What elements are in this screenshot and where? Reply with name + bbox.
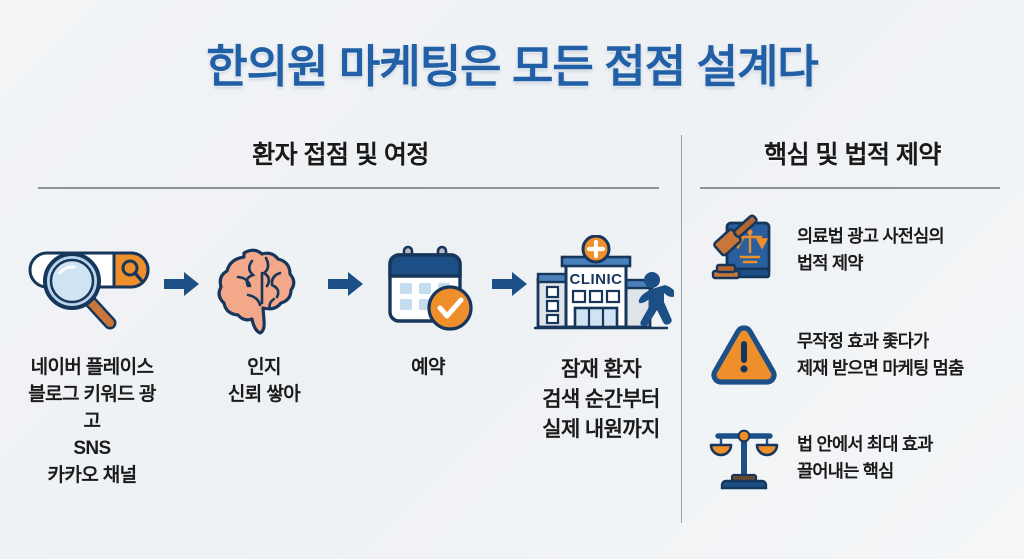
warning-triangle-icon [705, 322, 783, 388]
scales-of-justice-icon [705, 423, 783, 493]
left-section-heading: 환자 접점 및 여정 [252, 141, 429, 169]
right-heading-rule [700, 187, 1000, 189]
journey-step-visit[interactable]: CLINIC [528, 235, 674, 444]
key-constraints-column: 핵심 및 법적 제약 [681, 125, 1024, 535]
constraint-item-text: 법 안에서 최대 효과 끌어내는 핵심 [797, 434, 933, 481]
constraints-list: 의료법 광고 사전심의 법적 제약 무작정 효과 좇다가 제재 받으면 마케팅 … [705, 213, 1015, 528]
journey-step-label: 네이버 플레이스 블로그 키워드 광고 SNS 카카오 채널 [28, 357, 156, 486]
right-section-heading: 핵심 및 법적 제약 [764, 141, 941, 169]
law-book-gavel-icon [705, 213, 783, 287]
journey-step-label: 잠재 환자 검색 순간부터 실제 내원까지 [542, 358, 660, 441]
journey-step-label: 인지 신뢰 쌓아 [227, 357, 301, 405]
search-bar-magnifier-icon [22, 235, 162, 339]
constraint-item-text: 의료법 광고 사전심의 법적 제약 [797, 226, 945, 273]
brain-icon [214, 235, 314, 339]
journey-step-search[interactable]: 네이버 플레이스 블로그 키워드 광고 SNS 카카오 채널 [22, 235, 162, 490]
constraint-item-max-effect[interactable]: 법 안에서 최대 효과 끌어내는 핵심 [705, 423, 1015, 493]
constraint-item-legal-review[interactable]: 의료법 광고 사전심의 법적 제약 [705, 213, 1015, 287]
calendar-check-icon [378, 235, 478, 339]
arrow-right-icon [490, 271, 530, 297]
journey-flow: 네이버 플레이스 블로그 키워드 광고 SNS 카카오 채널 [22, 235, 674, 490]
arrow-right-icon [326, 271, 366, 297]
page-title: 한의원 마케팅은 모든 접점 설계다 [206, 41, 819, 92]
constraint-item-penalty-warning[interactable]: 무작정 효과 좇다가 제재 받으면 마케팅 멈춤 [705, 322, 1015, 388]
left-heading-rule [38, 187, 659, 189]
patient-journey-column: 환자 접점 및 여정 [0, 125, 681, 535]
journey-step-label: 예약 [411, 357, 445, 378]
clinic-building-icon: CLINIC [528, 235, 674, 339]
constraint-item-text: 무작정 효과 좇다가 제재 받으면 마케팅 멈춤 [797, 331, 964, 378]
journey-step-booking[interactable]: 예약 [366, 235, 490, 382]
arrow-right-icon [162, 271, 202, 297]
svg-text:CLINIC: CLINIC [570, 271, 623, 288]
journey-step-awareness[interactable]: 인지 신뢰 쌓아 [202, 235, 326, 409]
column-divider [681, 135, 682, 523]
